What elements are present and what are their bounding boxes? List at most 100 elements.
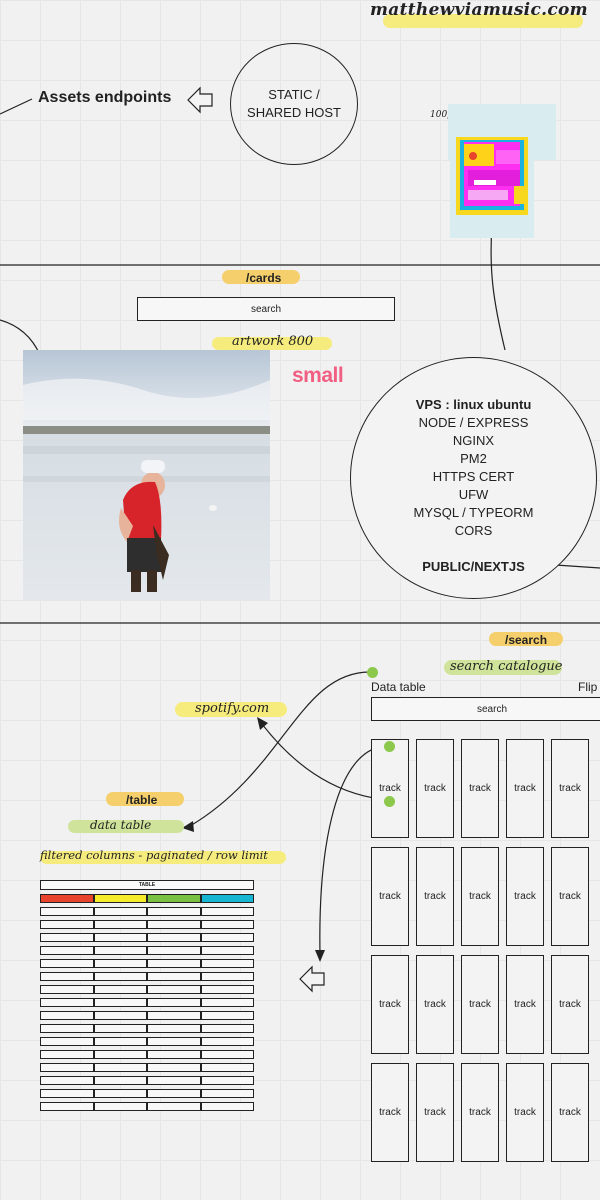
track-card[interactable]: track (461, 955, 499, 1054)
table-cell (93, 1063, 147, 1072)
table-cell (200, 907, 254, 916)
track-card[interactable]: track (551, 739, 589, 838)
vps-server-node: VPS : linux ubuntu NODE / EXPRESS NGINX … (350, 357, 597, 599)
table-cell (200, 959, 254, 968)
track-to-flip-arrowhead (315, 950, 325, 962)
table-row (40, 1076, 254, 1085)
track-to-spotify-arrow (261, 723, 390, 801)
table-cell (147, 1011, 201, 1020)
table-row (40, 920, 254, 929)
track-card[interactable]: track (506, 955, 544, 1054)
table-cell (147, 959, 201, 968)
table-cell (200, 1089, 254, 1098)
table-cell (200, 972, 254, 981)
table-cell (40, 1102, 94, 1111)
table-cell (147, 907, 201, 916)
assets-hollow-arrow (187, 86, 213, 114)
static-host-line1: STATIC / (268, 87, 320, 102)
table-row (40, 907, 254, 916)
track-card[interactable]: track (416, 1063, 454, 1162)
vps-to-pixel-arrow (490, 224, 506, 351)
connector-dot (384, 741, 395, 752)
table-cell (200, 1063, 254, 1072)
vps-item: NGINX (452, 433, 495, 448)
spotify-highlight (175, 702, 287, 717)
table-cell (147, 1037, 201, 1046)
catalogue-to-table-arrowhead (182, 821, 194, 832)
data-table-title: data table (90, 818, 152, 832)
track-card[interactable]: track (461, 1063, 499, 1162)
cards-route-highlight (222, 270, 300, 284)
table-cell (40, 1024, 94, 1033)
table-cell (40, 920, 94, 929)
table-cell (40, 998, 94, 1007)
search-catalogue-label: search catalogue (450, 659, 563, 674)
table-cell (147, 972, 201, 981)
track-card[interactable]: track (416, 739, 454, 838)
table-cell (147, 1024, 201, 1033)
vps-item: PM2 (460, 451, 487, 466)
track-card[interactable]: track (371, 1063, 409, 1162)
track-card[interactable]: track (371, 955, 409, 1054)
cards-search-input[interactable]: search (137, 297, 395, 321)
table-cell (93, 1089, 147, 1098)
artwork-photo (23, 350, 270, 600)
table-color-header-row (40, 894, 254, 903)
table-route-highlight (106, 792, 184, 806)
assets-connector-line (0, 98, 33, 115)
table-row (40, 1089, 254, 1098)
table-mockup-header: TABLE (40, 880, 254, 890)
catalogue-search-input[interactable]: search (371, 697, 600, 721)
site-title[interactable]: matthewviamusic.com (370, 0, 588, 20)
table-cell (93, 985, 147, 994)
track-card[interactable]: track (551, 847, 589, 946)
table-cell (40, 1076, 94, 1085)
table-cell (93, 946, 147, 955)
table-cell (93, 907, 147, 916)
table-cell (93, 1037, 147, 1046)
track-card[interactable]: track (371, 739, 409, 838)
table-cell (40, 1050, 94, 1059)
table-cell (40, 1089, 94, 1098)
track-card[interactable]: track (371, 847, 409, 946)
vps-item: CORS (454, 523, 493, 538)
connector-dot (367, 667, 378, 678)
table-cell (200, 933, 254, 942)
table-cell (93, 1102, 147, 1111)
table-cell (40, 1011, 94, 1020)
track-card[interactable]: track (551, 1063, 589, 1162)
table-color-column-header (147, 894, 201, 903)
track-card[interactable]: track (506, 1063, 544, 1162)
data-table-highlight (68, 820, 184, 833)
vps-item: NODE / EXPRESS (418, 415, 529, 430)
table-cell (40, 946, 94, 955)
table-cell (93, 920, 147, 929)
table-cell (40, 1063, 94, 1072)
track-card[interactable]: track (551, 955, 589, 1054)
table-cell (93, 1076, 147, 1085)
data-table-label: Data table (371, 680, 426, 694)
track-to-flip-arrow (319, 745, 390, 956)
table-cell (93, 1024, 147, 1033)
track-card[interactable]: track (506, 739, 544, 838)
spotify-link[interactable]: spotify.com (195, 701, 270, 716)
table-cell (93, 959, 147, 968)
table-cell (93, 998, 147, 1007)
small-size-label: small (292, 364, 344, 387)
track-card[interactable]: track (461, 847, 499, 946)
track-card[interactable]: track (416, 955, 454, 1054)
table-row (40, 946, 254, 955)
table-cell (40, 985, 94, 994)
table-cell (200, 1102, 254, 1111)
track-card[interactable]: track (416, 847, 454, 946)
table-cell (93, 972, 147, 981)
table-cell (40, 907, 94, 916)
table-cell (93, 933, 147, 942)
cards-route-label: /cards (246, 271, 282, 285)
vps-title: VPS : linux ubuntu (415, 397, 532, 412)
table-cell (93, 1011, 147, 1020)
track-card[interactable]: track (461, 739, 499, 838)
track-card[interactable]: track (506, 847, 544, 946)
artwork-highlight (212, 337, 332, 350)
